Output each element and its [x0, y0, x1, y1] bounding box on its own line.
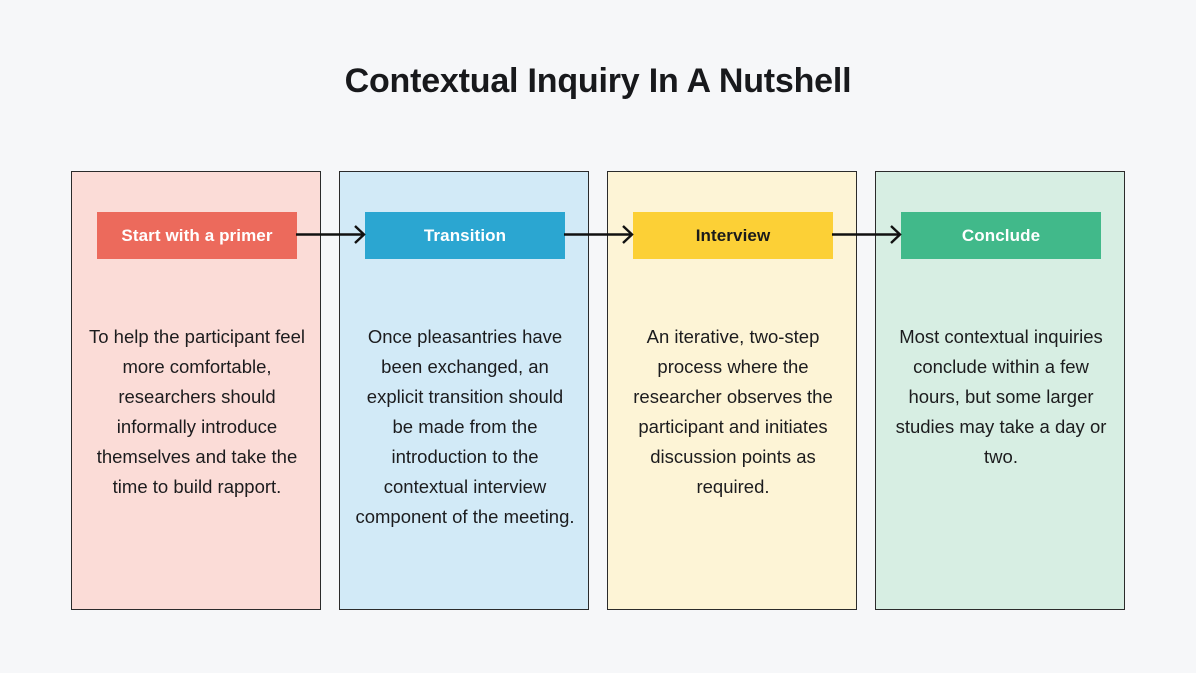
step-card-1: Start with a primer To help the particip…	[71, 171, 321, 610]
step-header-3: Interview	[633, 212, 833, 259]
step-header-1: Start with a primer	[97, 212, 297, 259]
step-header-4: Conclude	[901, 212, 1101, 259]
step-card-2: Transition Once pleasantries have been e…	[339, 171, 589, 610]
step-body-4: Most contextual inquiries conclude withi…	[895, 326, 1107, 467]
step-card-4: Conclude Most contextual inquiries concl…	[875, 171, 1125, 610]
step-body-2: Once pleasantries have been exchanged, a…	[355, 326, 575, 527]
step-header-2: Transition	[365, 212, 565, 259]
process-flow: Start with a primer To help the particip…	[71, 171, 1125, 610]
page-title: Contextual Inquiry In A Nutshell	[344, 62, 852, 100]
step-body-3: An iterative, two-step process where the…	[633, 326, 833, 497]
step-card-3: Interview An iterative, two-step process…	[607, 171, 857, 610]
step-body-1: To help the participant feel more comfor…	[89, 326, 305, 497]
